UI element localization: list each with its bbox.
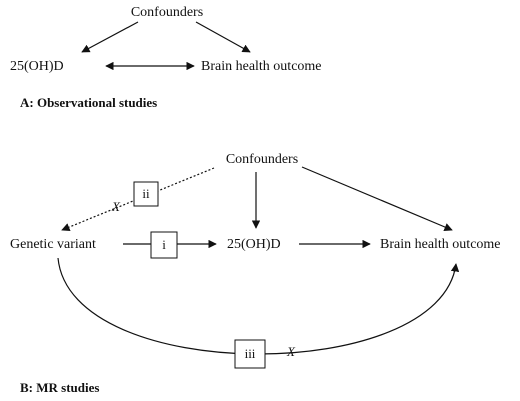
a-confounders-to-exposure-arrow	[81, 21, 139, 53]
panel-b: Confounders Genetic variant 25(OH)D Brai…	[10, 152, 501, 395]
b-assumption-iii-label: iii	[245, 346, 256, 361]
b-outcome-label: Brain health outcome	[380, 237, 501, 252]
b-assumption-ii-box	[133, 181, 159, 207]
a-outcome-label: Brain health outcome	[201, 59, 322, 74]
b-confounders-label: Confounders	[226, 152, 298, 167]
b-violation-mark-iii: X	[286, 344, 296, 359]
a-confounders-to-outcome-arrow	[195, 21, 251, 53]
b-assumption-i-label: i	[162, 237, 166, 252]
b-violation-mark-ii: X	[111, 199, 121, 214]
b-assumption-i-box	[150, 231, 178, 259]
b-confounders-to-outcome-arrow	[301, 166, 453, 231]
b-genetic-variant-label: Genetic variant	[10, 237, 96, 252]
b-assumption-ii-label: ii	[142, 186, 150, 201]
panel-a: Confounders 25(OH)D Brain health outcome…	[10, 5, 322, 110]
a-caption: A: Observational studies	[20, 95, 157, 110]
b-confounders-to-genetic-variant-dashed-arrow	[61, 167, 215, 232]
b-exposure-label: 25(OH)D	[227, 237, 281, 252]
b-assumption-iii-box	[234, 339, 266, 369]
a-exposure-label: 25(OH)D	[10, 59, 64, 74]
b-caption: B: MR studies	[20, 380, 99, 395]
a-confounders-label: Confounders	[131, 5, 203, 20]
